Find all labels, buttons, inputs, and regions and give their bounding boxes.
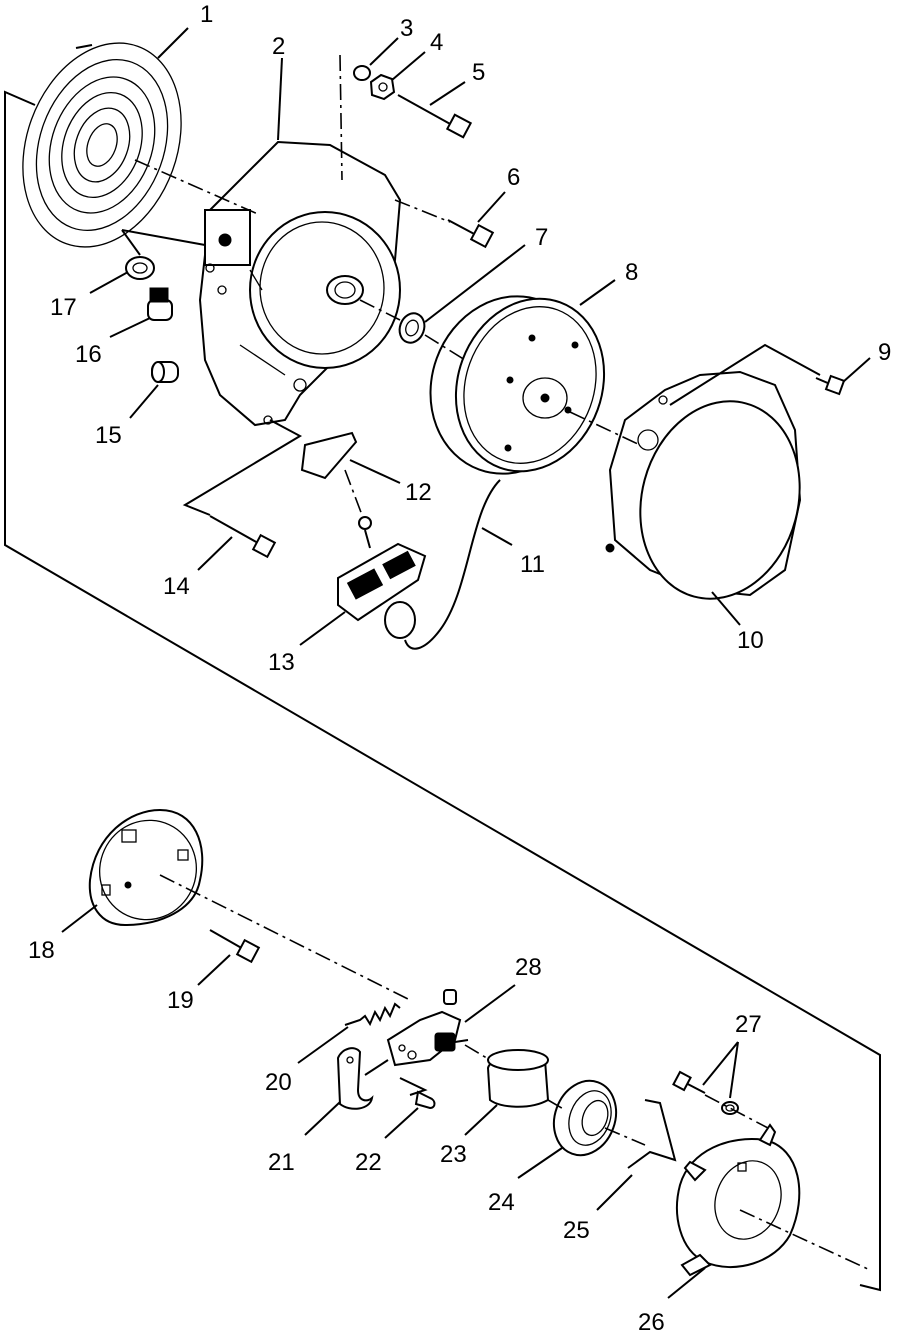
part-17-washer — [125, 256, 155, 280]
part-22-pin — [414, 1090, 436, 1110]
part-10-cover — [605, 370, 802, 600]
label-24: 24 — [488, 1189, 515, 1216]
part-21-pawl — [336, 1047, 374, 1110]
part-13-starter-handle — [337, 516, 427, 639]
part-25-wire-spring — [627, 1099, 677, 1169]
leader-lines — [61, 27, 871, 1299]
label-10: 10 — [737, 627, 764, 654]
label-8: 8 — [625, 259, 638, 286]
label-1: 1 — [200, 1, 213, 28]
part-26-plate — [676, 1123, 801, 1277]
part-15-bushing — [151, 361, 179, 383]
part-1-recoil-spring — [22, 42, 182, 248]
part-7-bushing — [398, 312, 426, 344]
label-13: 13 — [268, 649, 295, 676]
part-14-bolt — [209, 515, 277, 559]
part-2-starter-housing — [198, 140, 402, 427]
part-28-pawl-bracket — [386, 989, 469, 1067]
label-21: 21 — [268, 1149, 295, 1176]
label-11: 11 — [520, 551, 545, 578]
label-12: 12 — [405, 479, 432, 506]
part-19-screw — [209, 929, 261, 964]
part-16-fitting — [147, 287, 173, 321]
assembly-outline — [4, 90, 881, 1292]
part-12-handle-insert — [300, 431, 358, 480]
label-5: 5 — [472, 59, 485, 86]
alignment-lines — [134, 54, 871, 1271]
part-11-rope — [404, 479, 501, 650]
part-18-cup — [88, 808, 204, 927]
label-27: 27 — [735, 1011, 762, 1038]
part-27-screw-washer — [672, 1070, 739, 1115]
part-24-seal-ring — [552, 1079, 618, 1157]
label-25: 25 — [563, 1217, 590, 1244]
label-3: 3 — [400, 15, 413, 42]
label-19: 19 — [167, 987, 194, 1014]
label-6: 6 — [507, 164, 520, 191]
label-26: 26 — [638, 1309, 665, 1333]
part-8-pulley — [429, 295, 606, 475]
label-7: 7 — [535, 224, 548, 251]
label-17: 17 — [50, 294, 77, 321]
part-5-bolt — [397, 94, 473, 139]
label-18: 18 — [28, 937, 55, 964]
part-9-screw — [815, 374, 846, 396]
reference-lines — [121, 229, 821, 1096]
label-15: 15 — [95, 422, 122, 449]
part-6-bolt — [447, 219, 495, 249]
label-9: 9 — [878, 339, 891, 366]
label-14: 14 — [163, 573, 190, 600]
label-20: 20 — [265, 1069, 292, 1096]
label-2: 2 — [272, 33, 285, 60]
part-3-nut — [353, 65, 371, 81]
label-16: 16 — [75, 341, 102, 368]
label-23: 23 — [440, 1141, 467, 1168]
part-labels: 1 2 3 4 5 6 7 8 9 10 11 12 13 14 15 16 1… — [28, 1, 891, 1333]
part-4-lock-nut — [369, 73, 396, 101]
label-28: 28 — [515, 954, 542, 981]
label-22: 22 — [355, 1149, 382, 1176]
part-20-spring — [344, 1002, 401, 1027]
part-23-sleeve — [486, 1049, 550, 1108]
label-4: 4 — [430, 29, 443, 56]
